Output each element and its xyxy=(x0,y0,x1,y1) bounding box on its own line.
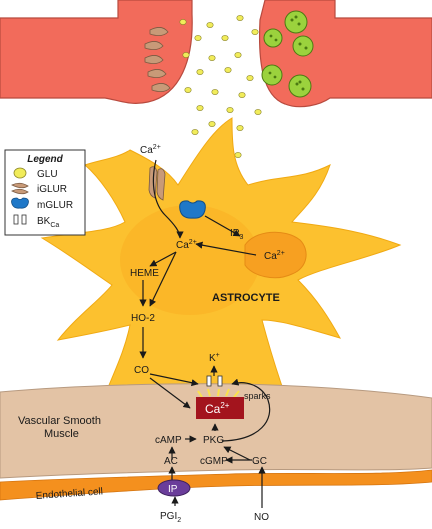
glutamate-particle xyxy=(184,87,192,93)
glu-legend-icon xyxy=(13,167,27,179)
glutamate-particle xyxy=(236,125,244,131)
legend-bkca: BKCa xyxy=(37,216,59,229)
label-astrocyte: ASTROCYTE xyxy=(212,292,280,304)
label-gc: GC xyxy=(252,456,267,467)
glutamate-particle xyxy=(226,107,234,113)
label-ca-box: Ca2+ xyxy=(205,401,230,416)
label-vsm-1: Vascular Smooth xyxy=(18,415,101,427)
label-ca-extracellular: Ca2+ xyxy=(140,144,161,156)
glutamate-particle xyxy=(208,55,216,61)
glutamate-particle xyxy=(179,19,187,25)
sparks-glow xyxy=(197,388,240,398)
label-vsm-2: Muscle xyxy=(44,428,79,440)
glutamate-particle xyxy=(206,22,214,28)
legend-iglur: iGLUR xyxy=(37,184,67,195)
iglur-cluster-neuron xyxy=(144,27,171,92)
label-pgi2: PGI2 xyxy=(160,511,181,524)
calcium-box xyxy=(196,397,244,419)
label-co: CO xyxy=(134,365,149,376)
glutamate-particle xyxy=(182,52,190,58)
postsynaptic-terminal xyxy=(258,0,432,108)
label-ac: AC xyxy=(164,456,178,467)
glutamate-particle xyxy=(236,15,244,21)
glutamate-particle xyxy=(208,121,216,127)
label-ca-store: Ca2+ xyxy=(264,250,285,262)
glutamate-particle xyxy=(221,35,229,41)
glutamate-particle xyxy=(211,89,219,95)
label-heme: HEME xyxy=(130,268,159,279)
mglur-receptor xyxy=(179,200,206,219)
glutamate-particle xyxy=(194,35,202,41)
presynaptic-terminal xyxy=(0,0,193,104)
legend-glu: GLU xyxy=(37,169,58,180)
legend-mglur: mGLUR xyxy=(37,200,73,211)
label-ip3: IP3 xyxy=(230,228,243,241)
label-endothelial: Endothelial cell xyxy=(35,486,103,502)
bkca-channel xyxy=(206,375,223,387)
label-no: NO xyxy=(254,512,269,523)
label-camp: cAMP xyxy=(155,435,182,446)
calcium-store xyxy=(244,231,307,279)
mglur-legend-icon xyxy=(11,197,29,209)
glutamate-particle xyxy=(238,92,246,98)
glutamate-particle xyxy=(191,129,199,135)
glutamate-particle xyxy=(234,52,242,58)
glutamate-particle xyxy=(224,67,232,73)
label-ip: IP xyxy=(168,484,178,495)
astrocyte-core xyxy=(120,205,260,315)
label-pkg: PKG xyxy=(203,435,224,446)
legend: Legend GLU iGLUR mGLUR BKCa xyxy=(4,149,86,236)
vesicles xyxy=(261,10,314,98)
glutamate-particle xyxy=(251,29,259,35)
glutamate-particle xyxy=(254,109,262,115)
ip-receptor xyxy=(157,479,191,497)
label-ca-center: Ca2+ xyxy=(176,239,197,251)
pathway-arrows xyxy=(139,159,271,508)
glutamate-particle xyxy=(196,69,204,75)
label-ho2: HO-2 xyxy=(131,313,155,324)
bkca-legend-icon xyxy=(13,214,19,225)
label-k: K+ xyxy=(209,352,220,364)
label-sparks: sparks xyxy=(244,391,271,401)
glutamate-particle xyxy=(196,105,204,111)
glutamate-particle xyxy=(234,152,242,158)
glutamate-particle xyxy=(246,75,254,81)
label-cgmp: cGMP xyxy=(200,456,228,467)
legend-title: Legend xyxy=(27,154,63,165)
iglur-legend-icon xyxy=(11,182,29,195)
endothelial-cell xyxy=(0,469,432,501)
